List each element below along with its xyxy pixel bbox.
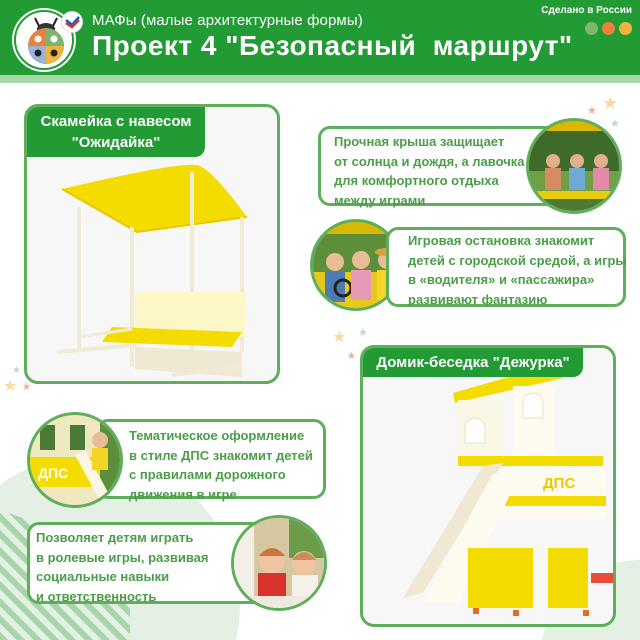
- star-icon: ★: [22, 382, 31, 393]
- product-label-bench: Скамейка с навесом "Ожидайка": [27, 107, 205, 157]
- star-icon: ★: [587, 105, 597, 117]
- feature-line: с правилами дорожного: [129, 467, 286, 482]
- kids-playing-driver-photo: [310, 219, 402, 311]
- dot-yellow-icon: [619, 22, 632, 35]
- playhouse-dps-image: ДПС: [403, 360, 613, 616]
- feature-line: Позволяет детям играть: [36, 530, 194, 545]
- header-bar: [0, 0, 640, 75]
- feature-pill-bus-stop: [386, 227, 626, 307]
- product-card-playhouse: ДПС Домик-беседка "Дежурка": [360, 345, 616, 627]
- bench-with-canopy-image: [56, 164, 248, 377]
- header-divider: [0, 75, 640, 83]
- product-card-bench: Скамейка с навесом "Ожидайка": [24, 104, 280, 384]
- star-icon: ★: [602, 93, 619, 113]
- ladybug-logo-icon: [14, 10, 74, 70]
- page-title: Проект 4 "Безопасный маршрут": [92, 30, 573, 61]
- boy-climbing-dps-house-photo: ДПС: [27, 412, 123, 508]
- feature-line: в «водителя» и «пассажира»: [408, 272, 595, 287]
- feature-pill-roof: [318, 126, 558, 206]
- feature-line: детей с городской средой, а игры: [408, 252, 627, 268]
- feature-line: между играми: [334, 192, 426, 208]
- product-label-line: Домик-беседка "Дежурка": [376, 354, 570, 371]
- feature-line: в ролевые игры, развивая: [36, 549, 209, 565]
- star-icon: ★: [12, 365, 21, 376]
- star-icon: ★: [3, 378, 18, 395]
- feature-line: от солнца и дождя, а лавочка: [334, 153, 525, 169]
- feature-text-roof: Прочная крыша защищает от солнца и дождя…: [334, 132, 525, 210]
- feature-text-dps-theme: Тематическое оформление в стиле ДПС знак…: [129, 426, 313, 504]
- dot-orange-icon: [602, 22, 615, 35]
- header-subtitle: МАФы (малые архитектурные формы): [92, 12, 363, 29]
- feature-line: в стиле ДПС знакомит детей: [129, 447, 313, 463]
- feature-line: движения в игре: [129, 486, 237, 502]
- feature-pill-role-play: [27, 522, 267, 604]
- star-icon: ★: [610, 118, 620, 130]
- feature-pill-dps-theme: [96, 419, 326, 499]
- star-icon: ★: [332, 329, 347, 346]
- feature-line: Игровая остановка знакомит: [408, 233, 595, 248]
- two-kids-in-playhouse-photo: [231, 515, 327, 611]
- product-label-line: "Ожидайка": [71, 134, 161, 151]
- feature-line: Тематическое оформление: [129, 428, 305, 443]
- feature-line: для комфортного отдыха: [334, 173, 499, 188]
- feature-line: Прочная крыша защищает: [334, 134, 505, 149]
- dot-green-icon: [585, 22, 598, 35]
- svg-text:ДПС: ДПС: [543, 475, 575, 492]
- kids-on-bench-photo: [526, 118, 622, 214]
- product-label-line: Скамейка с навесом: [40, 113, 192, 130]
- feature-line: и ответственность: [36, 588, 157, 604]
- svg-text:ДПС: ДПС: [38, 465, 68, 481]
- product-label-playhouse: Домик-беседка "Дежурка": [363, 348, 583, 377]
- color-dots: [585, 22, 632, 35]
- feature-text-bus-stop: Игровая остановка знакомит детей с город…: [408, 231, 627, 309]
- russia-flag-check-icon: [61, 11, 83, 33]
- feature-line: социальные навыки: [36, 569, 170, 584]
- feature-text-role-play: Позволяет детям играть в ролевые игры, р…: [36, 528, 209, 606]
- feature-line: развивают фантазию: [408, 291, 548, 307]
- made-in-russia-label: Сделано в России: [541, 5, 632, 16]
- star-icon: ★: [347, 351, 356, 362]
- star-icon: ★: [358, 327, 368, 339]
